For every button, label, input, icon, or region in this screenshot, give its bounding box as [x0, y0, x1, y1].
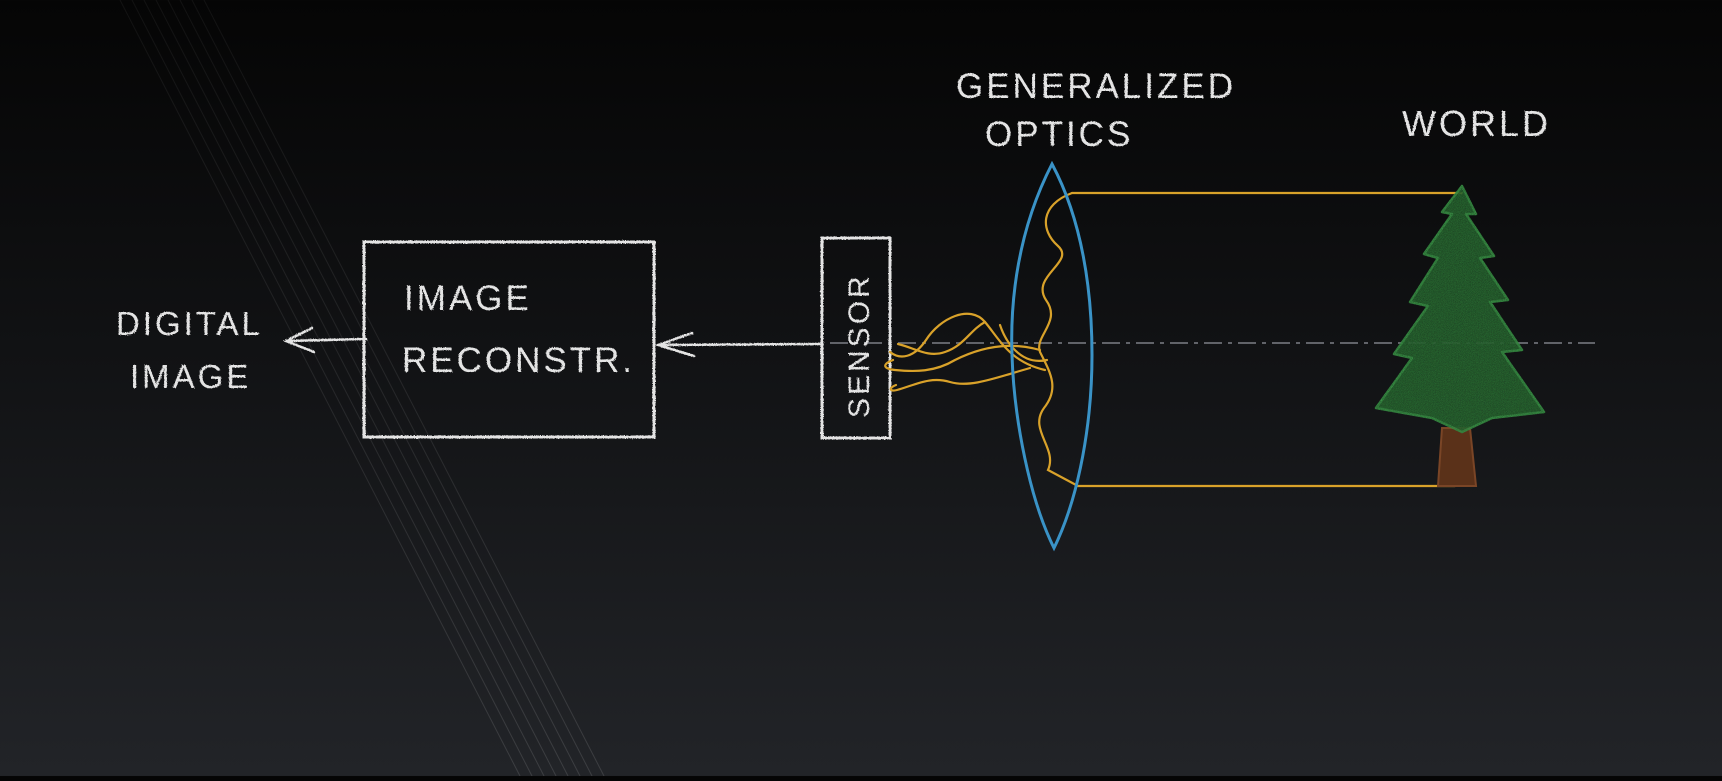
digital-image-label-line2: IMAGE	[130, 358, 251, 395]
sensor-label: SENSOR	[843, 273, 876, 418]
output-arrow	[282, 326, 368, 354]
scrambled-light-paths	[884, 191, 1080, 488]
sensor-box	[820, 236, 892, 440]
tree-icon	[1374, 184, 1546, 487]
tree-canopy	[1374, 184, 1546, 434]
reconstruction-label-line2: RECONSTR.	[402, 341, 635, 380]
sensor-to-reconstruction-arrow	[654, 331, 822, 358]
light-rays	[1070, 191, 1464, 488]
optics-label-line2: OPTICS	[985, 115, 1133, 154]
optics-lens	[1010, 160, 1094, 552]
world-label: WORLD	[1402, 103, 1551, 144]
background-light-streaks	[119, 0, 605, 777]
image-reconstruction-box	[362, 240, 656, 439]
digital-image-label-line1: DIGITAL	[116, 305, 263, 342]
tree-trunk	[1436, 427, 1478, 487]
reconstruction-label-line1: IMAGE	[404, 279, 532, 318]
optics-label-line1: GENERALIZED	[956, 67, 1236, 106]
